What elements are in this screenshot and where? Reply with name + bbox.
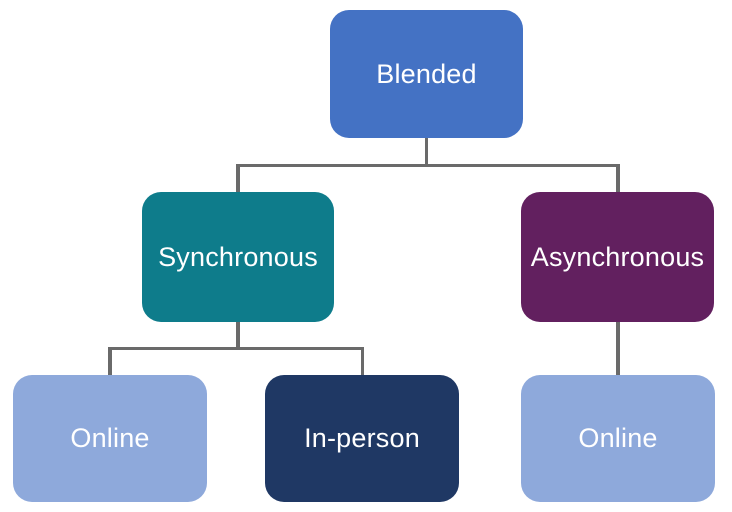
connector-blended-stem [424, 138, 428, 165]
connector-in-person-drop [360, 348, 364, 375]
node-synchronous-label: Synchronous [158, 241, 318, 272]
connector-synchronous-stem [236, 322, 240, 348]
connector-level2-crossbar [236, 163, 620, 167]
connector-synchronous-drop [236, 165, 240, 192]
node-blended: Blended [330, 10, 523, 138]
connector-online-left-drop [108, 348, 112, 375]
connector-asynchronous-online [616, 322, 620, 375]
node-in-person-label: In-person [304, 423, 420, 453]
node-asynchronous: Asynchronous [521, 192, 714, 322]
connector-level3-crossbar [108, 346, 364, 350]
connector-asynchronous-drop [616, 165, 620, 192]
node-asynchronous-label: Asynchronous [530, 241, 705, 272]
node-in-person: In-person [265, 375, 459, 502]
node-online-left-label: Online [70, 423, 150, 453]
node-online-right-label: Online [578, 423, 658, 453]
node-online-left: Online [13, 375, 207, 502]
node-online-right: Online [521, 375, 715, 502]
node-blended-label: Blended [376, 58, 477, 89]
node-synchronous: Synchronous [142, 192, 334, 322]
